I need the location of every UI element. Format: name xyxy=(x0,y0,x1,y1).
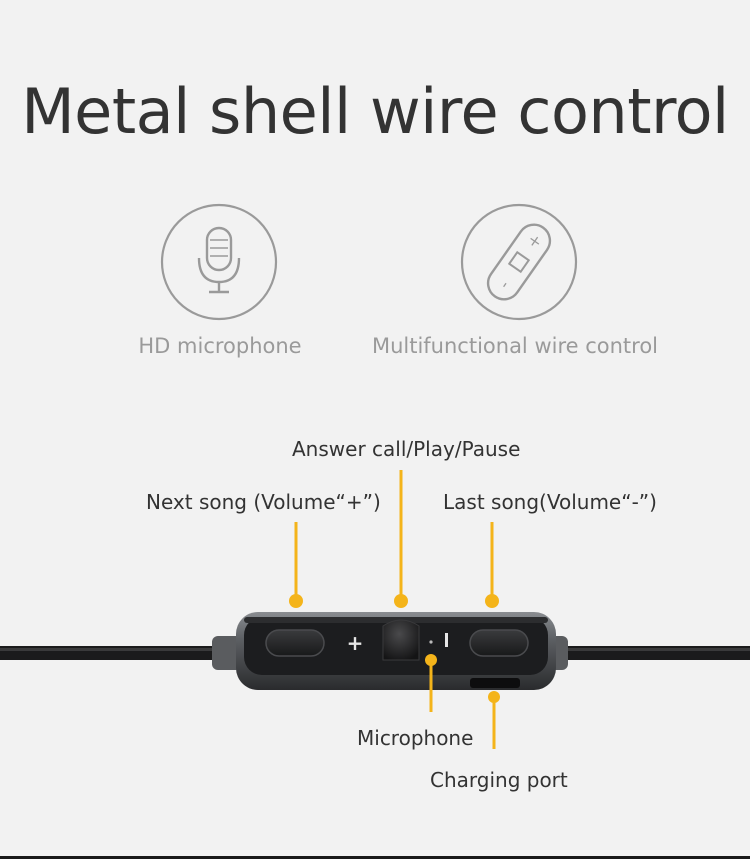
last-song-button[interactable] xyxy=(469,629,529,657)
wire-control-icon: - + xyxy=(460,203,578,321)
charging-port xyxy=(470,678,520,688)
callout-microphone: Microphone xyxy=(357,726,474,750)
bottom-divider xyxy=(0,856,750,859)
callout-last-song: Last song(Volume“-”) xyxy=(443,490,657,514)
remote-plus-symbol: + xyxy=(523,230,546,252)
page-title: Metal shell wire control xyxy=(21,75,729,148)
remote-minus-symbol: - xyxy=(494,277,513,293)
volume-up-symbol: + xyxy=(347,631,364,655)
play-pause-button[interactable] xyxy=(382,619,420,661)
next-song-button[interactable] xyxy=(265,629,325,657)
callout-charging-port: Charging port xyxy=(430,768,568,792)
callout-answer-call: Answer call/Play/Pause xyxy=(292,437,521,461)
callout-next-song: Next song (Volume“+”) xyxy=(146,490,381,514)
feature-label-hd-microphone: HD microphone xyxy=(138,334,302,358)
earphone-cable xyxy=(0,636,750,670)
volume-down-symbol xyxy=(445,633,448,647)
feature-label-wire-control: Multifunctional wire control xyxy=(371,334,659,358)
microphone-icon xyxy=(160,203,278,321)
microphone-hole xyxy=(429,640,433,644)
callout-lines xyxy=(289,470,500,749)
